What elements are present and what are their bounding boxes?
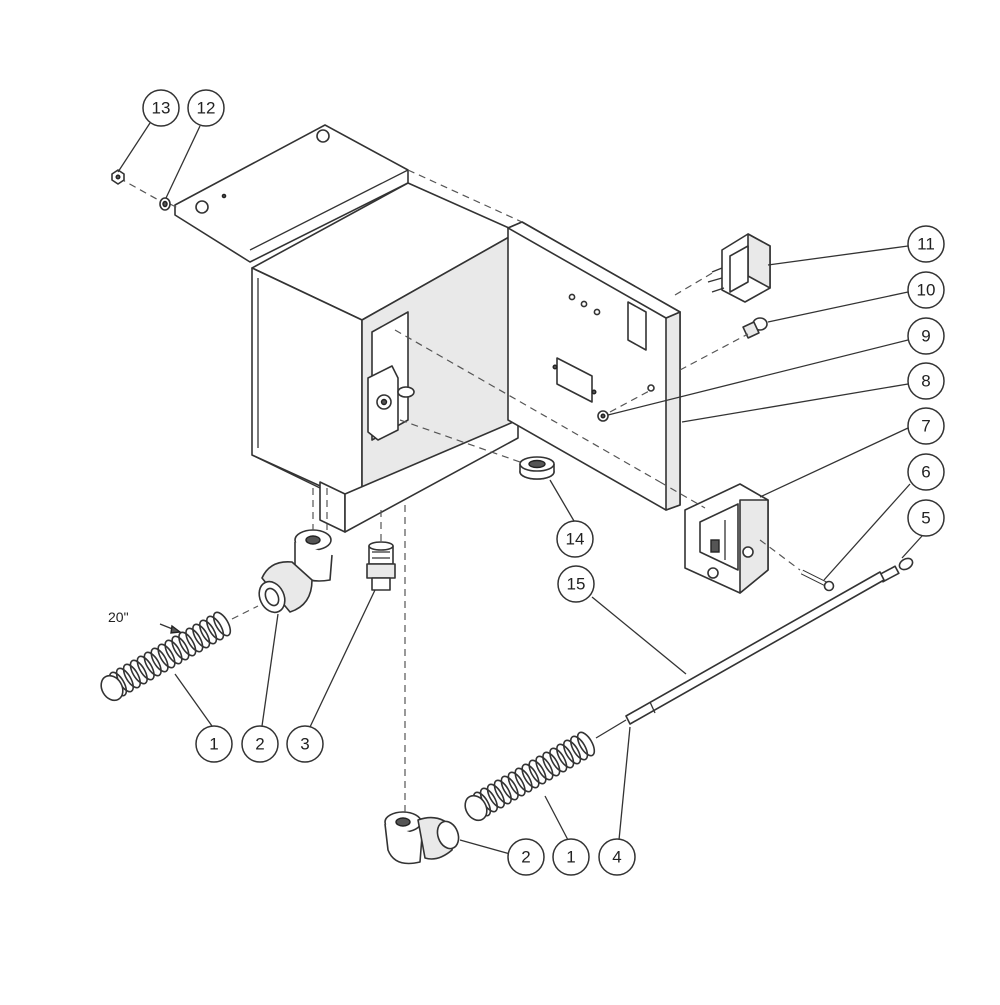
conduit-ring [157,643,176,669]
conduit-ring [178,631,197,657]
terminal-block-part [684,483,769,594]
conduit-ring [549,747,568,773]
callout-11: 11 [907,225,945,263]
callout-bubbles: 13 12 11 10 9 8 7 6 [142,89,945,876]
svg-text:15: 15 [567,575,586,594]
callout-10: 10 [907,271,945,309]
conduit-ring [143,651,162,677]
svg-text:1: 1 [566,848,575,867]
enclosure-door [507,221,681,511]
svg-text:3: 3 [300,735,309,754]
lock-nut-part [519,456,555,480]
conduit-ring [562,739,582,765]
conduit-ring [507,771,526,797]
svg-text:11: 11 [917,235,935,254]
assembly-lines [118,169,801,812]
conduit-ring [486,783,506,809]
conduit-ring [150,647,169,673]
svg-text:13: 13 [152,99,171,118]
callout-5: 5 [907,499,945,537]
dimension-annotation: 20" [108,609,182,634]
callout-leaders [117,122,923,855]
conduit-ring [521,763,540,789]
conduit-ring [122,663,142,689]
svg-text:2: 2 [255,735,264,754]
callout-13: 13 [142,89,180,127]
pin-part [800,569,835,592]
callout-14: 14 [556,520,594,558]
dimension-label: 20" [108,609,129,625]
conduit-ring [198,619,218,645]
svg-text:14: 14 [566,530,585,549]
svg-text:5: 5 [921,509,930,528]
conduit-ring [205,615,225,641]
conduit-ring [576,731,596,757]
callout-15: 15 [557,565,595,603]
conduit-ring [528,759,547,785]
enclosure-box [251,182,519,533]
nut-part-13 [111,169,125,185]
conduit-ring [136,655,155,681]
conduit-ring [500,775,519,801]
mounting-flange [174,124,409,263]
svg-text:12: 12 [197,99,216,118]
svg-text:4: 4 [612,848,621,867]
callout-2-lower: 2 [507,838,545,876]
callout-3: 3 [286,725,324,763]
straight-connector-part [366,541,396,591]
svg-text:10: 10 [917,281,936,300]
conduit-ring [535,755,554,781]
svg-text:7: 7 [921,417,930,436]
conduit-ring [164,639,183,665]
callout-7: 7 [907,407,945,445]
callout-12: 12 [187,89,225,127]
svg-text:1: 1 [209,735,218,754]
conduit-ring [569,735,589,761]
washer-part-12 [159,197,171,211]
callout-9: 9 [907,317,945,355]
flex-conduit-lower [464,731,596,822]
callout-1-lower: 1 [552,838,590,876]
conduit-ring [185,627,204,653]
washer-part-9 [597,410,609,422]
callout-4: 4 [598,838,636,876]
elbow-connector-lower [384,811,460,865]
svg-text:9: 9 [921,327,930,346]
svg-text:8: 8 [921,372,930,391]
conduit-ring [514,767,533,793]
callout-1-upper: 1 [195,725,233,763]
conduit-ring [212,611,232,637]
elbow-connector-upper [258,529,333,614]
ring-terminal-part [878,557,914,583]
probe-rod-part [595,571,885,739]
flex-conduit-upper [100,611,232,702]
conduit-ring [171,635,190,661]
conduit-ring [556,743,575,769]
conduit-ring [493,779,512,805]
conduit-ring [129,659,148,685]
conduit-ring [192,623,211,649]
svg-text:6: 6 [921,463,930,482]
callout-2-upper: 2 [241,725,279,763]
callout-6: 6 [907,453,945,491]
conduit-ring [542,751,561,777]
rocker-switch-part [707,233,771,303]
callout-8: 8 [907,362,945,400]
svg-text:2: 2 [521,848,530,867]
